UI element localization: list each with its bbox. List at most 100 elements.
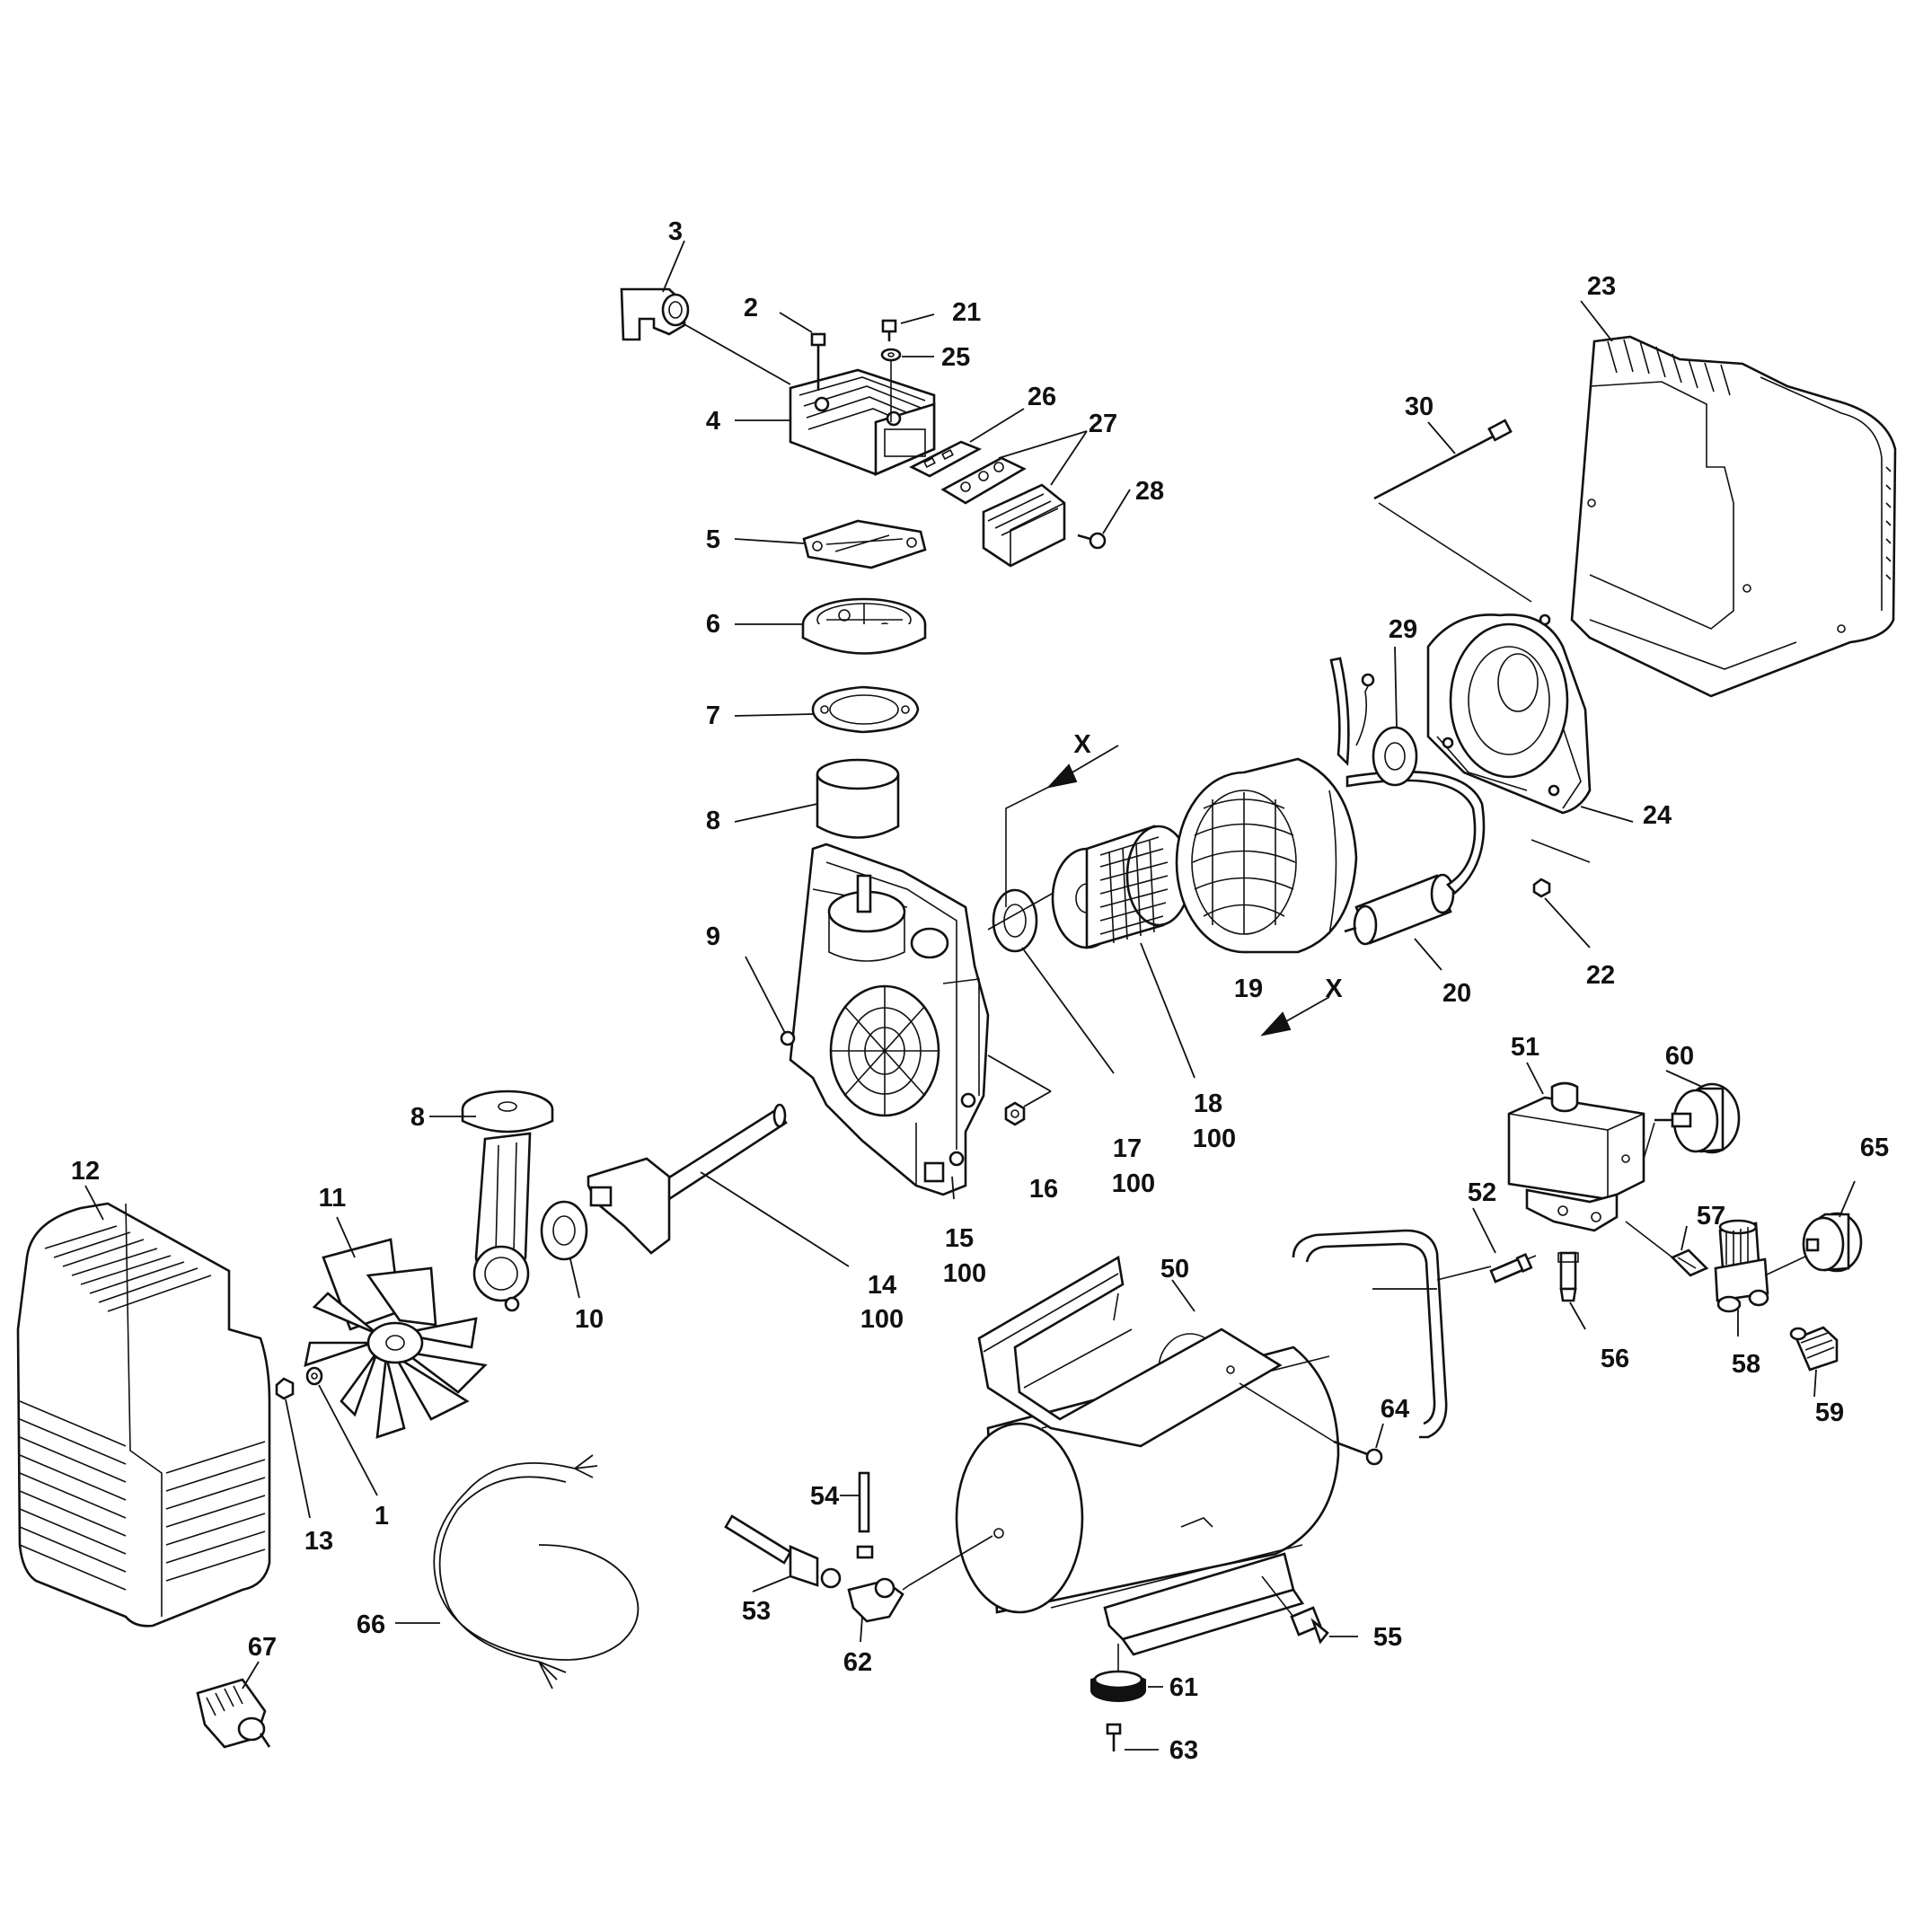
leader-18 <box>1140 942 1195 1079</box>
part-15-crankcase <box>789 842 990 1196</box>
part-57-fitting <box>1670 1248 1709 1277</box>
leader-3 <box>662 240 685 293</box>
leader-53 <box>752 1575 791 1592</box>
label-14: 14 <box>868 1271 896 1300</box>
label-57: 57 <box>1697 1202 1725 1231</box>
label-53: 53 <box>742 1597 771 1626</box>
part-59-quick-coupler <box>1789 1326 1839 1372</box>
part-22-screw <box>1532 878 1551 898</box>
leader-57 <box>1681 1225 1688 1251</box>
leader-16 <box>987 1054 1052 1092</box>
label-66: 66 <box>357 1610 385 1639</box>
part-54-nut <box>856 1545 874 1559</box>
leader-17 <box>1021 947 1115 1074</box>
part-29-bearing <box>1372 726 1418 787</box>
label-18: 18 <box>1194 1090 1222 1118</box>
label-9: 9 <box>706 922 720 951</box>
part-25-washer <box>880 348 902 362</box>
part-58-pressure-regulator <box>1714 1219 1769 1313</box>
part-11-fan <box>304 1238 488 1439</box>
label-19: 19 <box>1234 975 1263 1003</box>
leader-23 <box>1580 300 1613 342</box>
label-67: 67 <box>248 1633 277 1662</box>
leader-51 <box>1526 1062 1544 1095</box>
leader-59 <box>1813 1369 1817 1398</box>
label-16: 16 <box>1029 1175 1058 1204</box>
part-26-valve-gasket <box>909 440 983 478</box>
leader-15 <box>951 1176 955 1200</box>
part-18-rotor <box>1051 825 1192 949</box>
label-8-lower: 8 <box>410 1103 425 1132</box>
part-7-cylinder-gasket <box>811 685 920 734</box>
leader-7 <box>734 713 814 717</box>
leader-65 <box>1839 1180 1856 1218</box>
part-27-valve-cover <box>982 483 1066 568</box>
label-28: 28 <box>1135 477 1164 506</box>
part-6-valve-plate <box>801 597 927 655</box>
part-9-nut <box>780 1030 796 1046</box>
label-21: 21 <box>952 298 981 327</box>
part-53-outlet-pipe <box>724 1514 842 1589</box>
label-x-upper: X <box>1073 730 1091 759</box>
label-23: 23 <box>1587 272 1616 301</box>
leader-60 <box>1665 1070 1703 1088</box>
label-17: 17 <box>1113 1134 1142 1163</box>
part-60-pressure-gauge <box>1654 1082 1741 1154</box>
bolt-path-22 <box>1531 839 1591 863</box>
leader-21 <box>900 313 935 324</box>
label-58: 58 <box>1732 1350 1760 1379</box>
leader-50 <box>1171 1279 1195 1312</box>
leader-62 <box>860 1616 863 1643</box>
label-52: 52 <box>1468 1178 1496 1207</box>
part-labels: 3 2 21 25 4 26 27 28 5 6 7 8 9 8 10 11 1… <box>71 217 1889 1765</box>
part-56-safety-valve <box>1557 1251 1579 1302</box>
leader-22 <box>1544 897 1591 948</box>
leader-12 <box>84 1185 104 1221</box>
gauge-path-60 <box>1643 1122 1655 1160</box>
shaft-axis-17 <box>987 888 1061 931</box>
part-66-power-cord <box>433 1454 640 1689</box>
leader-56 <box>1569 1301 1586 1330</box>
label-15-qty: 100 <box>943 1259 986 1288</box>
part-63-screw <box>1106 1723 1122 1751</box>
leader-11 <box>336 1216 356 1258</box>
direction-arrow-x-bottom <box>1260 996 1330 1037</box>
pipe-path-62 <box>908 1535 993 1586</box>
part-50-air-tank <box>955 1229 1448 1656</box>
label-20: 20 <box>1442 979 1471 1008</box>
part-21-bolt <box>881 319 897 341</box>
leader-64 <box>1375 1423 1384 1449</box>
leader-10 <box>569 1258 580 1299</box>
leader-1 <box>318 1384 378 1496</box>
part-19-ground-ring <box>1361 673 1375 687</box>
part-12-front-shroud <box>16 1202 271 1628</box>
leader-28 <box>1102 489 1131 534</box>
part-27-valve-plate <box>940 456 1027 505</box>
label-2: 2 <box>744 294 758 322</box>
part-24-end-shield <box>1426 613 1592 815</box>
axis-line-x <box>1005 786 1050 907</box>
part-52-fitting <box>1489 1252 1533 1284</box>
part-13-nut <box>275 1377 295 1400</box>
label-26: 26 <box>1028 383 1056 411</box>
part-20-capacitor-leads <box>1345 770 1486 895</box>
part-5-head-gasket <box>802 519 927 569</box>
fitting-path-52b <box>1526 1255 1537 1260</box>
label-8-upper: 8 <box>706 807 720 835</box>
label-61: 61 <box>1169 1673 1198 1702</box>
bolt-path-30 <box>1378 502 1532 603</box>
part-19-ground-wire <box>1355 682 1371 746</box>
leader-5 <box>734 538 805 544</box>
part-2-bolt <box>810 332 826 391</box>
part-8-cylinder-sleeve <box>816 758 900 839</box>
label-27: 27 <box>1089 410 1117 438</box>
leader-20 <box>1414 938 1442 971</box>
part-51-pressure-switch <box>1507 1081 1645 1232</box>
label-29: 29 <box>1389 615 1417 644</box>
label-65: 65 <box>1860 1134 1889 1162</box>
leader-24 <box>1580 806 1634 823</box>
part-19-stator <box>1175 757 1358 954</box>
leader-29 <box>1394 646 1398 728</box>
leader-67 <box>242 1661 260 1689</box>
